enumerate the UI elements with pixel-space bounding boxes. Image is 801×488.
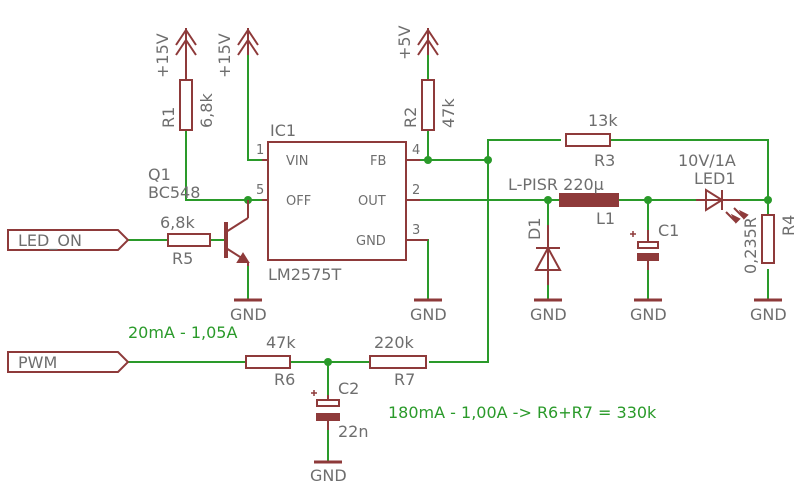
c2-name: C2 <box>338 379 359 398</box>
d1-name: D1 <box>525 218 544 241</box>
ic1-pin-off-label: OFF <box>286 194 311 209</box>
r1-value: 6,8k <box>197 93 216 128</box>
ic1-pin-gnd-label: GND <box>356 234 386 249</box>
l1-value: L-PISR 220µ <box>508 175 604 194</box>
gnd-ic-label: GND <box>410 305 447 324</box>
ic1-value: LM2575T <box>268 265 341 284</box>
c2-value: 22n <box>338 422 369 441</box>
r2-value: 47k <box>439 98 458 128</box>
r5-value: 6,8k <box>160 213 195 232</box>
led1-diode <box>696 188 749 224</box>
r2-resistor <box>421 79 435 131</box>
r5-name: R5 <box>172 249 193 268</box>
q1-transistor <box>224 200 250 266</box>
r1-resistor <box>179 79 193 131</box>
led1-name: LED1 <box>694 169 736 188</box>
r4-resistor <box>761 214 775 264</box>
r2-name: R2 <box>401 107 420 128</box>
supply-vcc3-symbol <box>417 28 439 56</box>
l1-name: L1 <box>596 209 615 228</box>
pwm-label: PWM <box>18 353 57 372</box>
led-on-port <box>7 229 130 251</box>
r3-resistor <box>565 133 611 147</box>
gnd-d1-label: GND <box>530 305 567 324</box>
l1-inductor <box>559 193 619 207</box>
d1-diode <box>534 225 562 285</box>
supply-vcc2-label: +15V <box>215 33 234 78</box>
ic1-pin1-number: 1 <box>256 143 264 158</box>
r4-value: 0,235R <box>741 217 760 274</box>
gnd-r4-label: GND <box>750 305 787 324</box>
r6-name: R6 <box>274 370 295 389</box>
c1-name: C1 <box>658 221 679 240</box>
supply-vcc1-label: +15V <box>153 33 172 78</box>
r7-name: R7 <box>394 370 415 389</box>
led1-value: 10V/1A <box>678 151 736 170</box>
gnd-c1-label: GND <box>630 305 667 324</box>
r3-value: 13k <box>588 111 618 130</box>
supply-vcc3-label: +5V <box>395 25 414 60</box>
r1-name: R1 <box>159 107 178 128</box>
r6-value: 47k <box>266 333 296 352</box>
led-on-label: LED_ON <box>18 231 82 251</box>
r7-value: 220k <box>374 333 415 352</box>
ic1-pin4-number: 4 <box>412 143 420 158</box>
gnd-c2-label: GND <box>310 466 347 485</box>
ic1-pin-vin-label: VIN <box>286 154 308 169</box>
ic1-pin5-number: 5 <box>256 183 264 198</box>
r4-name: R4 <box>779 215 798 236</box>
ic1-pin-out-label: OUT <box>358 194 386 209</box>
r5-resistor <box>167 233 211 247</box>
supply-vcc2-symbol <box>237 28 259 56</box>
supply-vcc1-symbol <box>175 28 197 80</box>
c2-capacitor <box>311 390 340 430</box>
q1-name: Q1 <box>148 165 171 184</box>
ic1-pin3-number: 3 <box>412 223 420 238</box>
ic1-name: IC1 <box>270 121 296 140</box>
pwm-port <box>7 351 130 373</box>
c1-capacitor <box>630 230 659 270</box>
note-current-range: 20mA - 1,05A <box>128 323 237 342</box>
q1-value: BC548 <box>148 183 200 202</box>
note-resistor-calc: 180mA - 1,00A -> R6+R7 = 330k <box>388 403 657 422</box>
ic1-pin-fb-label: FB <box>370 154 386 169</box>
r3-name: R3 <box>594 151 615 170</box>
r7-resistor <box>369 355 427 369</box>
r6-resistor <box>245 355 291 369</box>
ic1-pin2-number: 2 <box>412 183 420 198</box>
gnd-q1-label: GND <box>230 305 267 324</box>
